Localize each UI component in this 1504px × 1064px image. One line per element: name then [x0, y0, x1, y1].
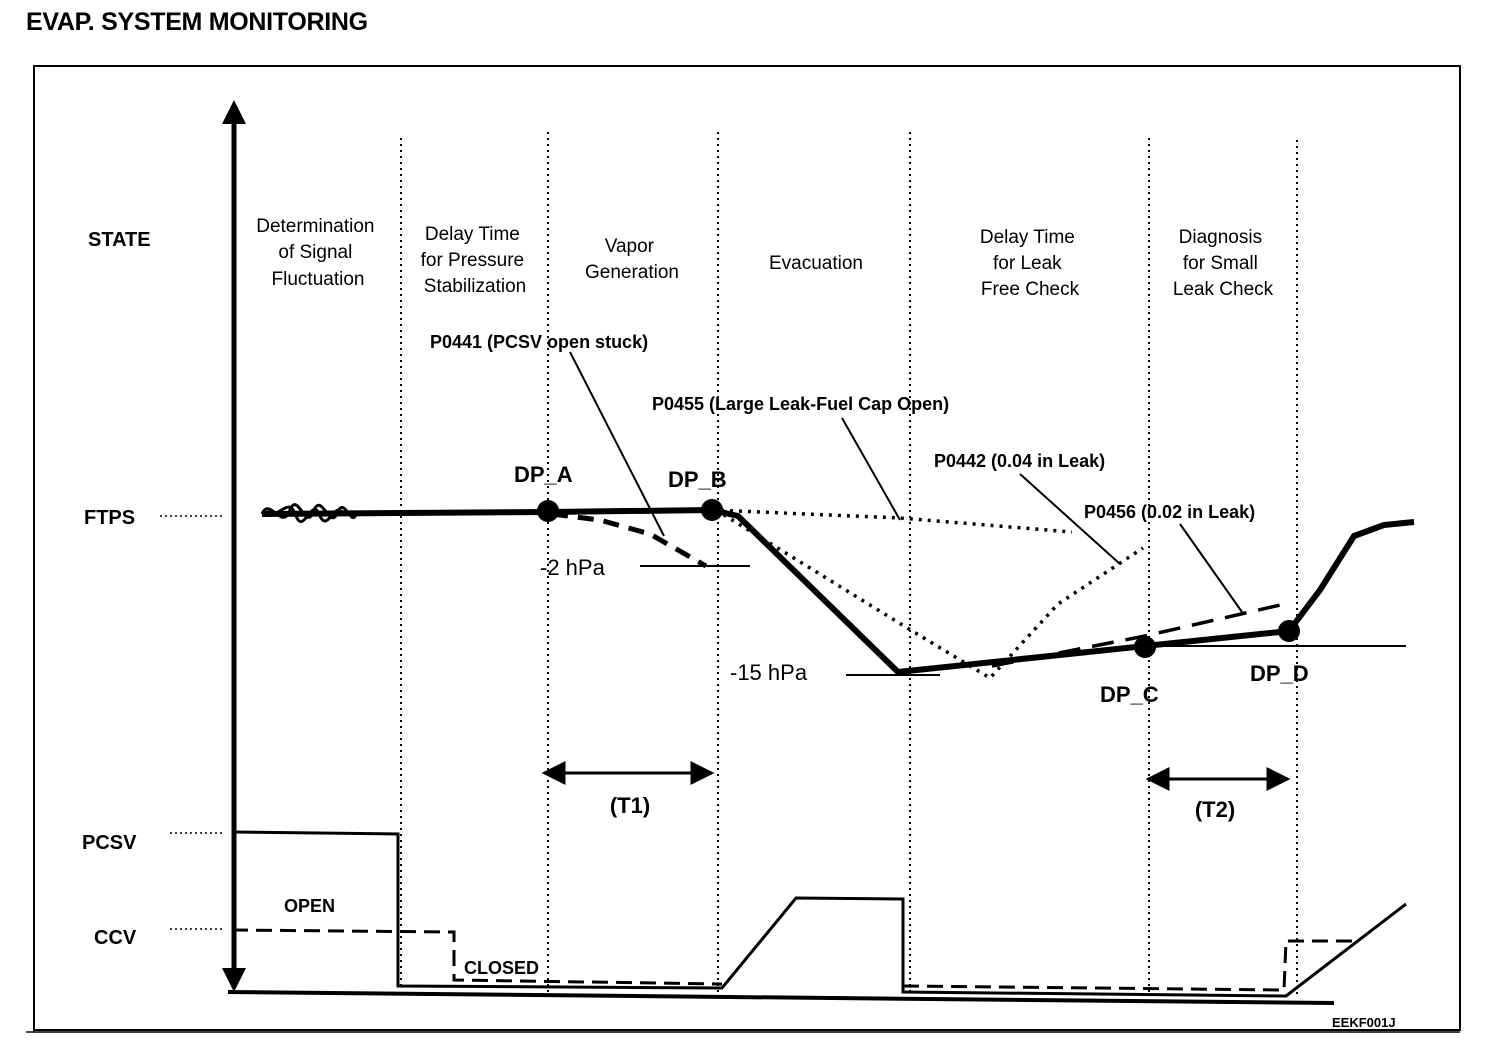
ccv-label: CCV	[94, 927, 137, 949]
phase-label-evacuation: Evacuation	[769, 253, 863, 274]
ftps-main-curve	[261, 507, 1415, 675]
diagram-frame	[33, 65, 1461, 1031]
phase-2-line-3: Stabilization	[424, 276, 526, 297]
phase-1-line-3: Fluctuation	[272, 269, 365, 290]
minus15-hpa-label: -15 hPa	[730, 660, 808, 685]
dp-c-marker	[1134, 636, 1156, 658]
dp-b-marker	[701, 499, 723, 521]
phase-6-line-2: for Small	[1183, 253, 1258, 274]
ftps-label: FTPS	[84, 507, 135, 529]
figure-code: EEKF001J	[1332, 1015, 1396, 1030]
phase-5-line-1: Delay Time	[980, 227, 1075, 248]
phase-2-line-2: for Pressure	[421, 250, 524, 271]
p0456-label: P0456 (0.02 in Leak)	[1084, 502, 1255, 522]
open-label: OPEN	[284, 896, 335, 916]
phase-5-line-3: Free Check	[981, 279, 1080, 300]
phase-boundaries	[400, 132, 1298, 998]
phase-6-line-3: Leak Check	[1173, 279, 1274, 300]
dp-a-marker	[537, 500, 559, 522]
x-axis	[227, 990, 1335, 1005]
phase-1-line-1: Determination	[256, 216, 374, 237]
p0455-leader	[841, 417, 901, 521]
minus2-hpa-label: -2 hPa	[540, 555, 606, 580]
p0441-leader	[569, 351, 665, 537]
dp-d-marker	[1278, 620, 1300, 642]
dp-d-label: DP_D	[1250, 661, 1309, 686]
phase-5-line-2: for Leak	[993, 253, 1062, 274]
phase-label-vapor-generation: Vapor Generation	[585, 236, 679, 283]
p0441-label: P0441 (PCSV open stuck)	[430, 332, 648, 352]
t2-label: (T2)	[1195, 797, 1235, 822]
y-axis-arrow-down	[222, 968, 246, 992]
pcsv-signal	[231, 830, 1407, 998]
phase-label-small-leak-check: Diagnosis for Small Leak Check	[1173, 227, 1274, 300]
phase-6-line-1: Diagnosis	[1179, 227, 1262, 248]
y-axis-arrow-up	[222, 100, 246, 124]
state-label: STATE	[88, 229, 151, 251]
phase-label-leak-free-check: Delay Time for Leak Free Check	[980, 227, 1080, 300]
p0442-label: P0442 (0.04 in Leak)	[934, 451, 1105, 471]
phase-3-line-1: Vapor	[605, 236, 655, 257]
p0455-path	[711, 508, 1073, 534]
phase-label-signal-fluctuation: Determination of Signal Fluctuation	[256, 216, 380, 290]
p0442-leader	[1019, 473, 1121, 565]
phase-label-pressure-stabilization: Delay Time for Pressure Stabilization	[421, 224, 530, 297]
dp-a-label: DP_A	[514, 462, 573, 487]
fault-code-leaders	[569, 351, 1243, 613]
closed-label: CLOSED	[464, 958, 539, 978]
p0455-label: P0455 (Large Leak-Fuel Cap Open)	[652, 394, 949, 414]
pcsv-label: PCSV	[82, 832, 137, 854]
phase-4-line-1: Evacuation	[769, 253, 863, 274]
phase-3-line-2: Generation	[585, 262, 679, 283]
phase-1-line-2: of Signal	[278, 242, 352, 263]
dp-c-label: DP_C	[1100, 682, 1159, 707]
ccv-signal	[231, 928, 1354, 992]
p0441-path	[551, 511, 708, 569]
dp-b-label: DP_B	[668, 467, 727, 492]
p0456-leader	[1179, 523, 1243, 613]
t1-label: (T1)	[610, 793, 650, 818]
diagram-title: EVAP. SYSTEM MONITORING	[26, 8, 368, 36]
phase-2-line-1: Delay Time	[425, 224, 520, 245]
